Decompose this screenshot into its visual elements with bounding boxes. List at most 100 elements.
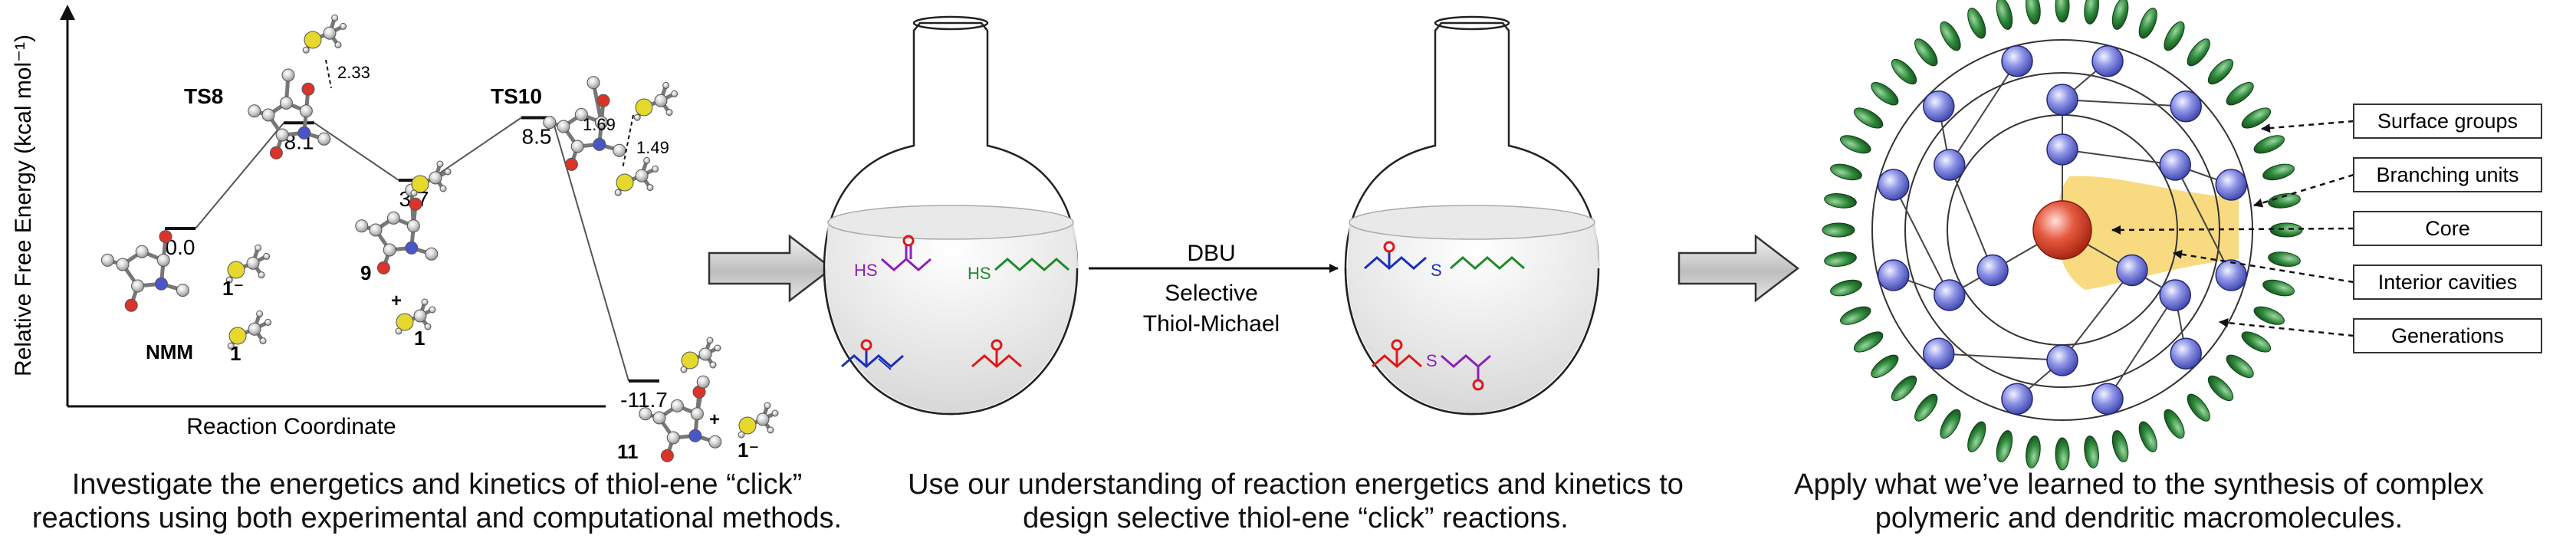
molecule-ts10-sulfur xyxy=(633,81,678,121)
structure-hexanethiol: HS xyxy=(968,258,1070,283)
caption-2-line-1: Use our understanding of reaction energe… xyxy=(908,468,1684,501)
surface-group xyxy=(2187,393,2210,422)
surface-group xyxy=(2164,21,2185,51)
surface-group xyxy=(1840,306,1871,325)
branching-unit xyxy=(2046,344,2078,376)
surface-group xyxy=(2241,107,2272,129)
surface-group xyxy=(1967,8,1986,39)
label-ts10: TS10 xyxy=(491,84,542,108)
dendrimer-bond xyxy=(2062,269,2133,361)
surface-group xyxy=(1940,21,1961,51)
dendrimer-diagram xyxy=(1822,0,2303,471)
caption-panel-1: Investigate the energetics and kinetics … xyxy=(31,468,843,535)
surface-group xyxy=(2207,58,2234,85)
surface-group xyxy=(1830,279,1862,297)
molecule-thiolate-2 xyxy=(738,402,779,439)
surface-group xyxy=(2253,306,2285,325)
arrow-right-1 xyxy=(708,234,834,303)
branching-unit xyxy=(2116,254,2148,287)
branching-unit xyxy=(2215,259,2247,291)
molecule-ts10 xyxy=(543,76,626,171)
label-box xyxy=(2353,104,2542,139)
surface-group xyxy=(2268,193,2301,209)
label-box xyxy=(2353,211,2542,246)
branching-unit xyxy=(2091,383,2124,415)
surface-group xyxy=(1891,375,1917,402)
branching-unit xyxy=(1976,254,2009,287)
surface-group xyxy=(1824,251,1857,267)
structure-acrylate xyxy=(971,339,1022,368)
molecule-thiol xyxy=(227,310,272,350)
surface-group xyxy=(2187,38,2210,67)
surface-group xyxy=(2084,435,2099,468)
flask-left xyxy=(823,15,1079,416)
surface-group xyxy=(1914,38,1938,67)
caption-3-line-1: Apply what we’ve learned to the synthesi… xyxy=(1794,468,2484,501)
label-box-text: Surface groups xyxy=(2377,110,2518,133)
branching-unit xyxy=(2001,45,2033,77)
dendrimer-bond xyxy=(1938,353,2063,361)
label-box xyxy=(2353,157,2542,192)
label-prod11: 11 xyxy=(617,440,639,463)
distance-1: 2.33 xyxy=(337,63,370,82)
structure-product-upper: S xyxy=(1364,241,1525,280)
label-thiolate: 1⁻ xyxy=(222,277,244,300)
branching-unit xyxy=(1923,90,1955,123)
label-thiol: 1 xyxy=(230,342,241,365)
dendrimer-bond xyxy=(1948,164,1993,271)
surface-group xyxy=(2269,222,2303,238)
label-leader-line xyxy=(2253,173,2354,208)
surface-group xyxy=(2026,435,2041,468)
branching-unit xyxy=(2091,45,2124,77)
surface-group xyxy=(1940,409,1961,439)
hs-label-purple: HS xyxy=(854,261,878,280)
surface-group xyxy=(1830,163,1862,181)
energy-connector xyxy=(314,122,399,181)
surface-group xyxy=(2055,0,2070,23)
molecule-structures xyxy=(100,14,779,462)
surface-group xyxy=(2111,0,2129,30)
surface-group xyxy=(2111,430,2129,462)
label-leader-line xyxy=(2219,318,2354,337)
caption-1-line-1: Investigate the energetics and kinetics … xyxy=(71,468,803,501)
energy-diagram: Relative Free Energy (kcal mol⁻¹) Reacti… xyxy=(11,5,779,463)
label-plus-2: + xyxy=(709,409,720,430)
label-box xyxy=(2353,318,2542,353)
molecule-prod11-sulfur xyxy=(680,337,721,373)
hs-label-green: HS xyxy=(968,264,991,283)
label-leader-line xyxy=(2261,120,2354,133)
y-axis-arrowhead xyxy=(60,5,75,20)
molecule-thiol-2 xyxy=(395,298,436,335)
surface-group xyxy=(2207,375,2234,402)
label-box-text: Branching units xyxy=(2376,163,2518,186)
branching-unit xyxy=(2046,84,2078,116)
arrow-right-2 xyxy=(1677,234,1800,303)
reagent-thiol-michael: Thiol-Michael xyxy=(1143,311,1280,337)
distance-3: 1.49 xyxy=(636,138,669,157)
surface-group xyxy=(2262,279,2295,297)
energy-connector xyxy=(551,117,629,382)
branching-unit xyxy=(2215,169,2247,201)
distance-1-dash xyxy=(325,59,332,89)
surface-group xyxy=(2138,421,2157,452)
molecule-ts10-thiolate xyxy=(614,156,659,196)
branching-unit xyxy=(2170,337,2202,370)
surface-group xyxy=(1871,82,1899,106)
dendrimer-bond xyxy=(1892,184,1950,296)
surface-group xyxy=(1996,430,2013,462)
label-leader-line xyxy=(2111,225,2354,235)
surface-group xyxy=(1853,107,1884,129)
branching-unit xyxy=(1934,279,1966,311)
branching-units xyxy=(1878,45,2247,415)
surface-groups xyxy=(1822,0,2303,471)
surface-group xyxy=(2253,135,2285,154)
molecule-ts8 xyxy=(248,68,331,159)
surface-group xyxy=(1824,193,1857,209)
surface-group xyxy=(2226,354,2254,378)
label-thiolate-2: 1⁻ xyxy=(738,439,759,462)
structure-thiol-ester: HS xyxy=(854,235,932,280)
structure-product-lower: S xyxy=(1372,339,1491,391)
y-axis-label: Relative Free Energy (kcal mol⁻¹) xyxy=(11,34,36,376)
reagent-selective: Selective xyxy=(1165,281,1258,306)
